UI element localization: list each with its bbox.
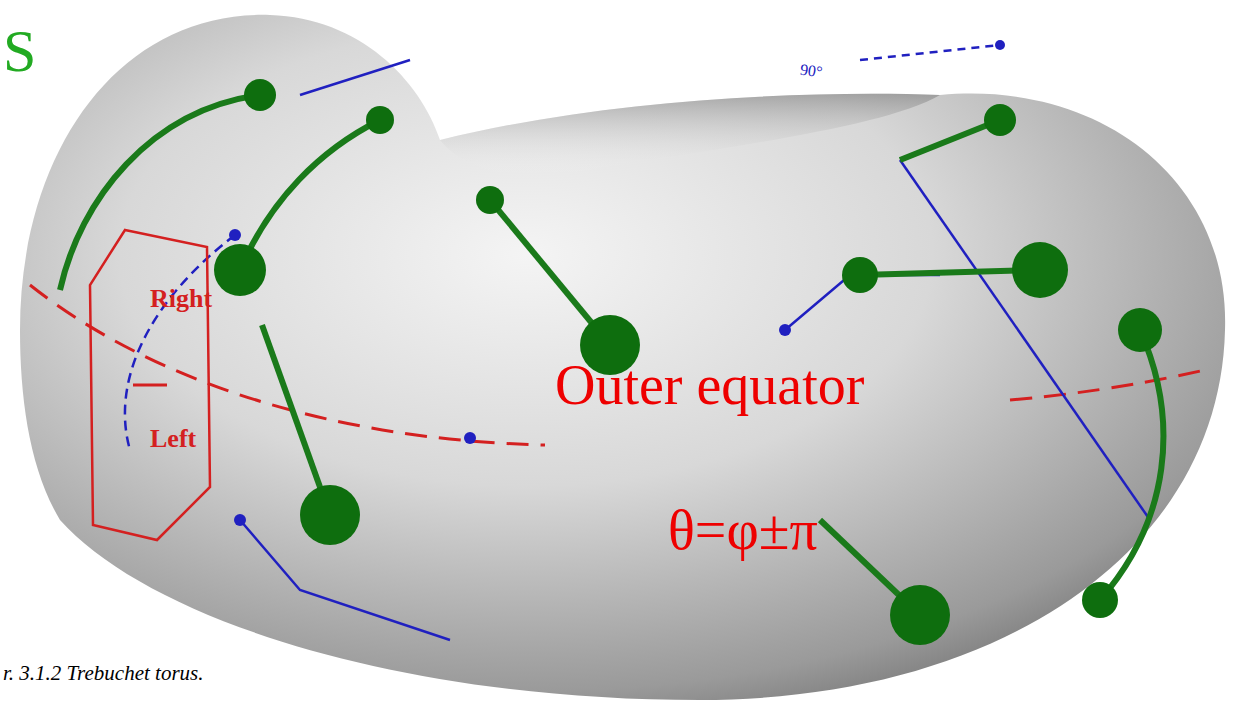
equator-label: Outer equator bbox=[555, 355, 864, 417]
corner-letter: S bbox=[3, 18, 36, 84]
blue-dots bbox=[229, 40, 1005, 526]
inner-crease bbox=[440, 94, 940, 176]
angle-label: 90° bbox=[799, 61, 824, 82]
green-rods bbox=[60, 95, 1163, 615]
equation-label: θ=φ±π bbox=[668, 500, 818, 562]
torus-body bbox=[20, 15, 1225, 700]
figure-caption: r. 3.1.2 Trebuchet torus. bbox=[3, 662, 203, 685]
blue-lines bbox=[125, 45, 1150, 640]
sign-text: Left bbox=[150, 425, 196, 454]
hexagon-sign: RightLeft bbox=[85, 225, 215, 545]
green-dots bbox=[214, 79, 1162, 645]
red-dashed-equator bbox=[30, 285, 1205, 445]
sign-text: Right bbox=[150, 285, 212, 314]
hexagon-outline bbox=[85, 225, 215, 545]
